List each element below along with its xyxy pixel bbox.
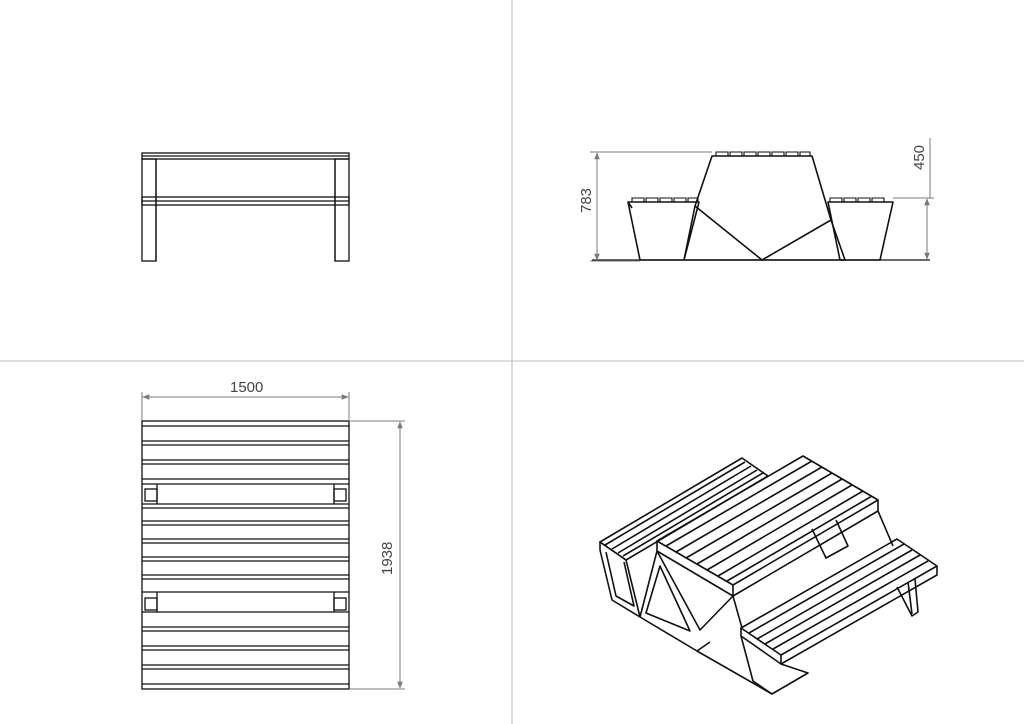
side-view [592, 155, 930, 261]
side-view-slats [631, 151, 885, 203]
front-view [141, 152, 350, 262]
side-view-dimensions [590, 138, 934, 262]
dim-overall-width: 1500 [230, 379, 263, 396]
top-view [141, 420, 350, 690]
top-view-dimensions [141, 392, 405, 690]
dim-seat-height: 450 [911, 145, 928, 170]
dim-overall-length: 1938 [379, 542, 396, 575]
dim-overall-height: 783 [578, 188, 595, 213]
isometric-view [599, 455, 938, 695]
